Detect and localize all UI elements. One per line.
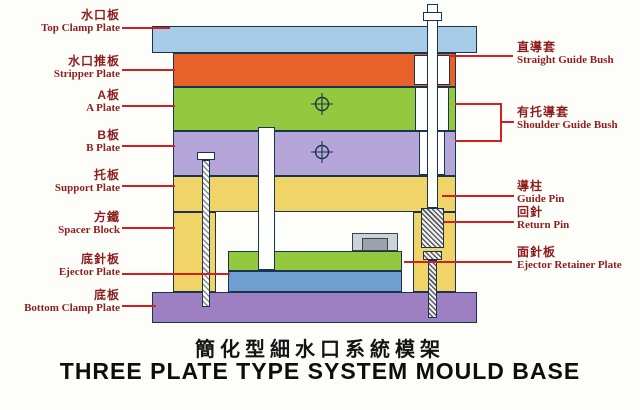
label-straight-guide-bush: 直導套 Straight Guide Bush [517,40,639,67]
label-ejector-retainer-plate: 面針板 Ejector Retainer Plate [517,245,639,272]
leader-line [122,27,170,29]
leader-line [122,185,175,187]
label-top-clamp-plate: 水口板 Top Clamp Plate [4,8,120,35]
ejector-pin-head [197,152,215,160]
support-pillar [258,127,275,270]
screw-hole-symbol-b-plate [311,141,333,163]
label-top-clamp-plate-zh: 水口板 [80,8,120,22]
leader-line [122,145,175,147]
label-ejector-plate: 底針板 Ejector Plate [4,252,120,279]
return-pin-head [423,251,442,260]
top-clamp-plate [152,26,477,53]
leader-line [442,195,514,197]
leader-bracket [500,103,502,142]
label-spacer-block-zh: 方鐵 [93,210,120,224]
label-a-plate-zh: A板 [97,88,120,102]
label-straight-guide-bush-en: Straight Guide Bush [517,54,614,67]
stripper-plate [173,53,456,87]
leader-line [449,55,513,57]
label-support-plate: 托板 Support Plate [4,168,120,195]
support-plate [173,176,456,212]
b-plate [173,131,456,176]
label-stripper-plate: 水口推板 Stripper Plate [4,54,120,81]
label-a-plate: A板 A Plate [4,88,120,115]
ejector-pin-body [202,160,210,307]
guide-pin-body [427,20,438,208]
return-pin-body [428,260,437,318]
label-bottom-clamp-plate-zh: 底板 [93,288,120,302]
label-support-plate-zh: 托板 [93,168,120,182]
ejector-retainer-plate [228,251,402,271]
ejector-plate [228,271,402,292]
label-spacer-block: 方鐵 Spacer Block [4,210,120,237]
label-b-plate: B板 B Plate [4,128,120,155]
leader-line [122,273,230,275]
label-support-plate-en: Support Plate [54,182,120,195]
label-b-plate-zh: B板 [97,128,120,142]
label-top-clamp-plate-en: Top Clamp Plate [40,22,120,35]
a-plate [173,87,456,131]
guide-pin-shoulder [421,208,444,248]
leader-line [444,221,514,223]
label-return-pin-zh: 回針 [517,205,544,219]
leader-line [455,103,502,105]
label-spacer-block-en: Spacer Block [58,224,120,237]
label-stripper-plate-zh: 水口推板 [67,54,120,68]
label-shoulder-guide-bush-zh: 有托導套 [517,105,570,119]
label-shoulder-guide-bush: 有托導套 Shoulder Guide Bush [517,105,639,132]
label-ejector-retainer-plate-en: Ejector Retainer Plate [517,259,622,272]
label-ejector-retainer-plate-zh: 面針板 [517,245,557,259]
leader-line [122,227,175,229]
title-chinese: 簡化型細水口系統模架 [195,339,445,361]
leader-line [502,121,514,123]
label-ejector-plate-en: Ejector Plate [58,266,120,279]
label-return-pin: 回針 Return Pin [517,205,639,232]
label-bottom-clamp-plate-en: Bottom Clamp Plate [24,302,120,315]
leader-line [122,105,175,107]
label-guide-pin-zh: 導柱 [517,179,544,193]
leader-line [122,69,175,71]
leader-line [455,140,502,142]
leader-line [122,305,156,307]
label-bottom-clamp-plate: 底板 Bottom Clamp Plate [4,288,120,315]
stop-block-inner [362,238,388,251]
label-stripper-plate-en: Stripper Plate [53,68,120,81]
screw-hole-symbol-a-plate [311,93,333,115]
label-straight-guide-bush-zh: 直導套 [517,40,557,54]
label-guide-pin-en: Guide Pin [517,193,565,206]
label-shoulder-guide-bush-en: Shoulder Guide Bush [517,119,618,132]
leader-line [404,261,512,263]
label-guide-pin: 導柱 Guide Pin [517,179,639,206]
label-a-plate-en: A Plate [86,102,120,115]
label-ejector-plate-zh: 底針板 [80,252,120,266]
label-b-plate-en: B Plate [86,142,120,155]
title-english: THREE PLATE TYPE SYSTEM MOULD BASE [59,358,581,384]
label-return-pin-en: Return Pin [517,219,570,232]
